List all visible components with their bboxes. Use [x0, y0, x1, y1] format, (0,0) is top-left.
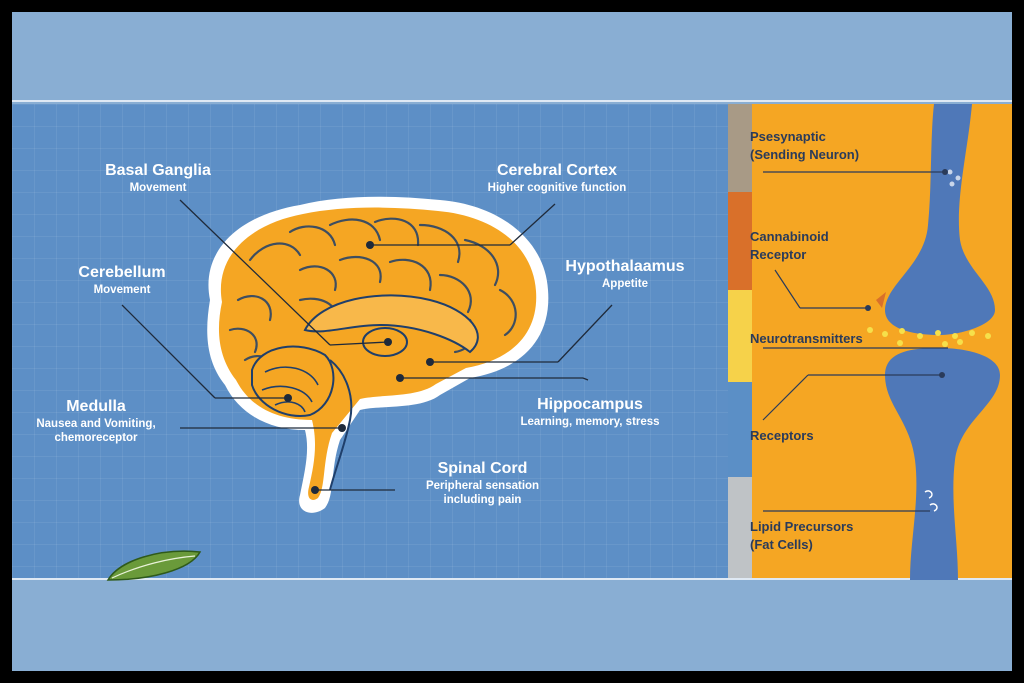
label-cannabinoid: Cannabinoid Receptor	[750, 228, 829, 264]
presynaptic-line1: Psesynaptic	[750, 129, 826, 144]
leaf-logo	[106, 550, 202, 581]
hypothalamus-sub: Appetite	[602, 278, 648, 290]
top-band	[12, 12, 1012, 102]
hypothalamus-title: Hypothalaamus	[565, 258, 685, 275]
spinal-cord-sub1: Peripheral sensation	[425, 480, 540, 492]
label-receptors: Receptors	[750, 428, 814, 443]
cannabinoid-receptor-icon	[876, 292, 886, 308]
cerebellum-title: Cerebellum	[78, 264, 166, 281]
cannabinoid-line1: Cannabinoid	[750, 229, 829, 244]
cerebellum-sub: Movement	[93, 284, 151, 296]
vesicle-dots	[947, 169, 961, 187]
strip-receptors	[728, 382, 752, 477]
spinal-cord-sub2: including pain	[443, 494, 522, 506]
infographic-frame	[12, 12, 1012, 671]
lipid-line1: Lipid Precursors	[750, 519, 854, 534]
label-lipid: Lipid Precursors (Fat Cells)	[750, 518, 853, 554]
medulla-sub2: chemoreceptor	[54, 432, 138, 444]
synapse-leader-lines	[762, 171, 948, 512]
strip-presynaptic	[728, 104, 752, 192]
spinal-cord-title: Spinal Cord	[437, 460, 528, 477]
bottom-divider	[12, 578, 1012, 580]
label-cerebellum: Cerebellum Movement	[52, 264, 192, 296]
brainstem	[329, 359, 353, 491]
synapse-panel	[752, 104, 1012, 580]
pointer-dots	[284, 241, 434, 494]
medulla-title: Medulla	[66, 398, 126, 415]
presynaptic-line2: (Sending Neuron)	[750, 147, 860, 162]
leader-lines	[121, 199, 613, 491]
label-medulla: Medulla Nausea and Vomiting, chemorecept…	[16, 398, 176, 444]
cortex-folds	[228, 217, 517, 382]
brain-panel	[12, 104, 728, 580]
label-hypothalamus: Hypothalaamus Appetite	[540, 258, 710, 290]
cerebellum-folds	[261, 366, 319, 413]
label-hippocampus: Hippocampus Learning, memory, stress	[495, 396, 685, 428]
corpus-callosum	[303, 294, 479, 354]
synapse-pointer-dots	[865, 169, 948, 378]
postsynaptic-neuron	[885, 348, 1000, 580]
hippocampus-sub: Learning, memory, stress	[520, 416, 660, 428]
medulla-sub1: Nausea and Vomiting,	[36, 418, 156, 430]
label-presynaptic: Psesynaptic (Sending Neuron)	[750, 128, 859, 164]
lipid-icon	[924, 490, 938, 512]
label-neurotransmitters: Neurotransmitters	[750, 331, 863, 346]
hippocampus-title: Hippocampus	[537, 396, 643, 413]
cerebral-cortex-sub: Higher cognitive function	[487, 182, 627, 194]
neurotransmitter-dots	[867, 327, 991, 347]
label-cerebral-cortex: Cerebral Cortex Higher cognitive functio…	[462, 162, 652, 194]
bottom-band	[12, 582, 1012, 671]
strip-neurotransmitters	[728, 290, 752, 382]
label-basal-ganglia: Basal Ganglia Movement	[78, 162, 238, 194]
top-divider	[12, 100, 1012, 102]
strip-lipid	[728, 477, 752, 580]
basal-ganglia-sub: Movement	[129, 182, 187, 194]
basal-ganglia-title: Basal Ganglia	[105, 162, 211, 179]
label-spinal-cord: Spinal Cord Peripheral sensation includi…	[400, 460, 565, 506]
cerebral-cortex-title: Cerebral Cortex	[496, 162, 618, 179]
strip-cannabinoid	[728, 192, 752, 290]
cannabinoid-line2: Receptor	[750, 247, 807, 262]
presynaptic-neuron	[885, 104, 995, 335]
lipid-line2: (Fat Cells)	[750, 537, 813, 552]
